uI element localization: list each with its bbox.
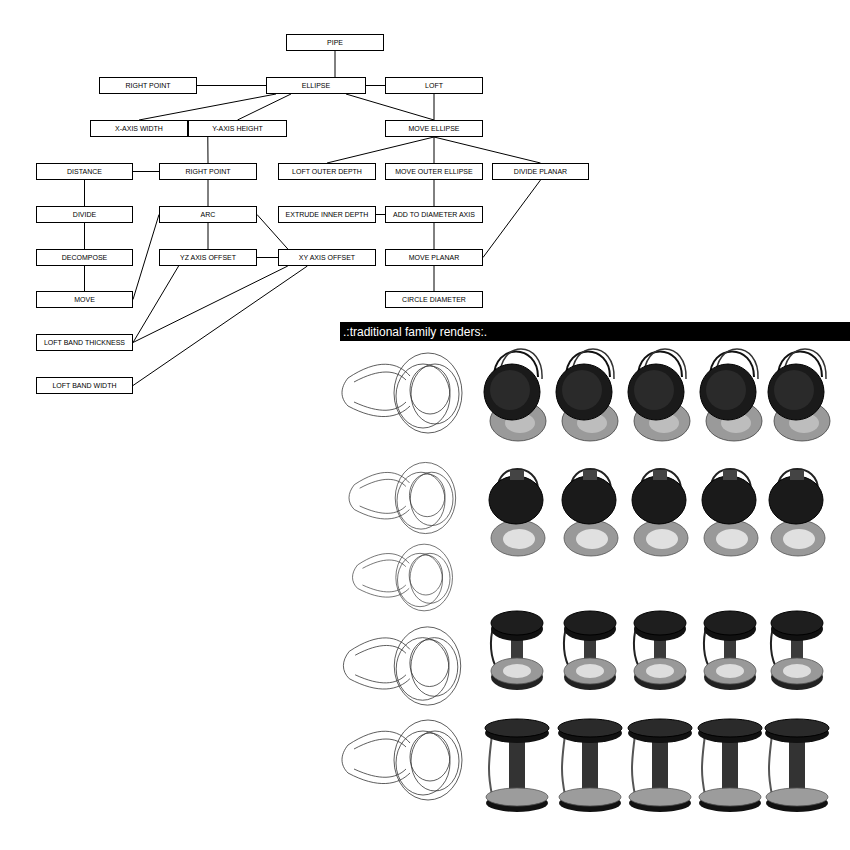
- connector-line: [84, 180, 85, 206]
- connector-line: [84, 223, 85, 249]
- process-box: DIVIDE: [36, 206, 133, 223]
- process-box: EXTRUDE INNER DEPTH: [278, 206, 376, 223]
- box-label: DIVIDE PLANAR: [514, 168, 567, 176]
- process-box: RIGHT POINT: [99, 77, 197, 94]
- title-bar: .:traditional family renders:.: [340, 322, 850, 341]
- box-label: Y-AXIS HEIGHT: [212, 125, 263, 133]
- process-box: LOFT OUTER DEPTH: [278, 163, 376, 180]
- process-box: ADD TO DIAMETER AXIS: [385, 206, 483, 223]
- process-box: MOVE PLANAR: [385, 249, 483, 266]
- connector-line: [133, 215, 159, 300]
- process-box: XY AXIS OFFSET: [278, 249, 376, 266]
- process-box: LOFT: [385, 77, 483, 94]
- box-label: DECOMPOSE: [62, 254, 108, 262]
- connector-line: [139, 94, 276, 120]
- process-box: ARC: [159, 206, 257, 223]
- process-box: LOFT BAND WIDTH: [36, 377, 133, 394]
- process-box: MOVE ELLIPSE: [385, 120, 483, 137]
- process-box: Y-AXIS HEIGHT: [188, 120, 287, 137]
- box-label: MOVE: [74, 296, 95, 304]
- connector-line: [335, 51, 336, 77]
- box-label: ADD TO DIAMETER AXIS: [393, 211, 475, 219]
- connector-line: [133, 266, 288, 343]
- connector-line: [434, 137, 435, 163]
- process-box: RIGHT POINT: [159, 163, 257, 180]
- box-label: RIGHT POINT: [186, 168, 231, 176]
- process-box: ELLIPSE: [266, 77, 366, 94]
- process-box: MOVE OUTER ELLIPSE: [385, 163, 483, 180]
- box-label: MOVE PLANAR: [409, 254, 460, 262]
- connector-line: [346, 94, 434, 120]
- connector-line: [84, 266, 85, 291]
- box-label: LOFT BAND THICKNESS: [44, 339, 125, 347]
- process-box: MOVE: [36, 291, 133, 308]
- process-box: PIPE: [286, 34, 384, 51]
- connector-line: [434, 137, 541, 163]
- box-label: ARC: [201, 211, 216, 219]
- process-box: DISTANCE: [36, 163, 133, 180]
- box-label: X-AXIS WIDTH: [115, 125, 163, 133]
- connector-line: [434, 223, 435, 249]
- process-box: YZ AXIS OFFSET: [159, 249, 257, 266]
- box-label: LOFT: [425, 82, 443, 90]
- box-label: YZ AXIS OFFSET: [180, 254, 236, 262]
- box-label: CIRCLE DIAMETER: [402, 296, 466, 304]
- connector-line: [376, 214, 385, 215]
- connector-line: [327, 137, 434, 163]
- process-box: LOFT BAND THICKNESS: [36, 334, 133, 351]
- connector-line: [257, 257, 278, 258]
- box-label: ELLIPSE: [302, 82, 330, 90]
- connector-line: [434, 180, 435, 206]
- connector-line: [208, 223, 209, 249]
- connector-line: [133, 266, 307, 386]
- process-box: DECOMPOSE: [36, 249, 133, 266]
- connector-line: [197, 85, 266, 86]
- box-label: RIGHT POINT: [126, 82, 171, 90]
- box-label: LOFT OUTER DEPTH: [292, 168, 362, 176]
- process-box: DIVIDE PLANAR: [492, 163, 589, 180]
- box-label: DISTANCE: [67, 168, 102, 176]
- connector-line: [207, 137, 208, 163]
- box-label: XY AXIS OFFSET: [299, 254, 355, 262]
- connector-line: [133, 171, 159, 172]
- section-heading: .:traditional family renders:.: [340, 325, 487, 339]
- connector-line: [366, 85, 385, 86]
- box-label: LOFT BAND WIDTH: [52, 382, 116, 390]
- box-label: DIVIDE: [73, 211, 96, 219]
- box-label: PIPE: [327, 39, 343, 47]
- box-label: MOVE ELLIPSE: [409, 125, 460, 133]
- box-label: EXTRUDE INNER DEPTH: [286, 211, 369, 219]
- box-label: MOVE OUTER ELLIPSE: [395, 168, 472, 176]
- connector-line: [208, 180, 209, 206]
- process-box: CIRCLE DIAMETER: [385, 291, 483, 308]
- connector-line: [238, 94, 292, 120]
- connector-line: [483, 180, 541, 258]
- connector-line: [434, 94, 435, 120]
- connector-line: [434, 266, 435, 291]
- process-box: X-AXIS WIDTH: [90, 120, 188, 137]
